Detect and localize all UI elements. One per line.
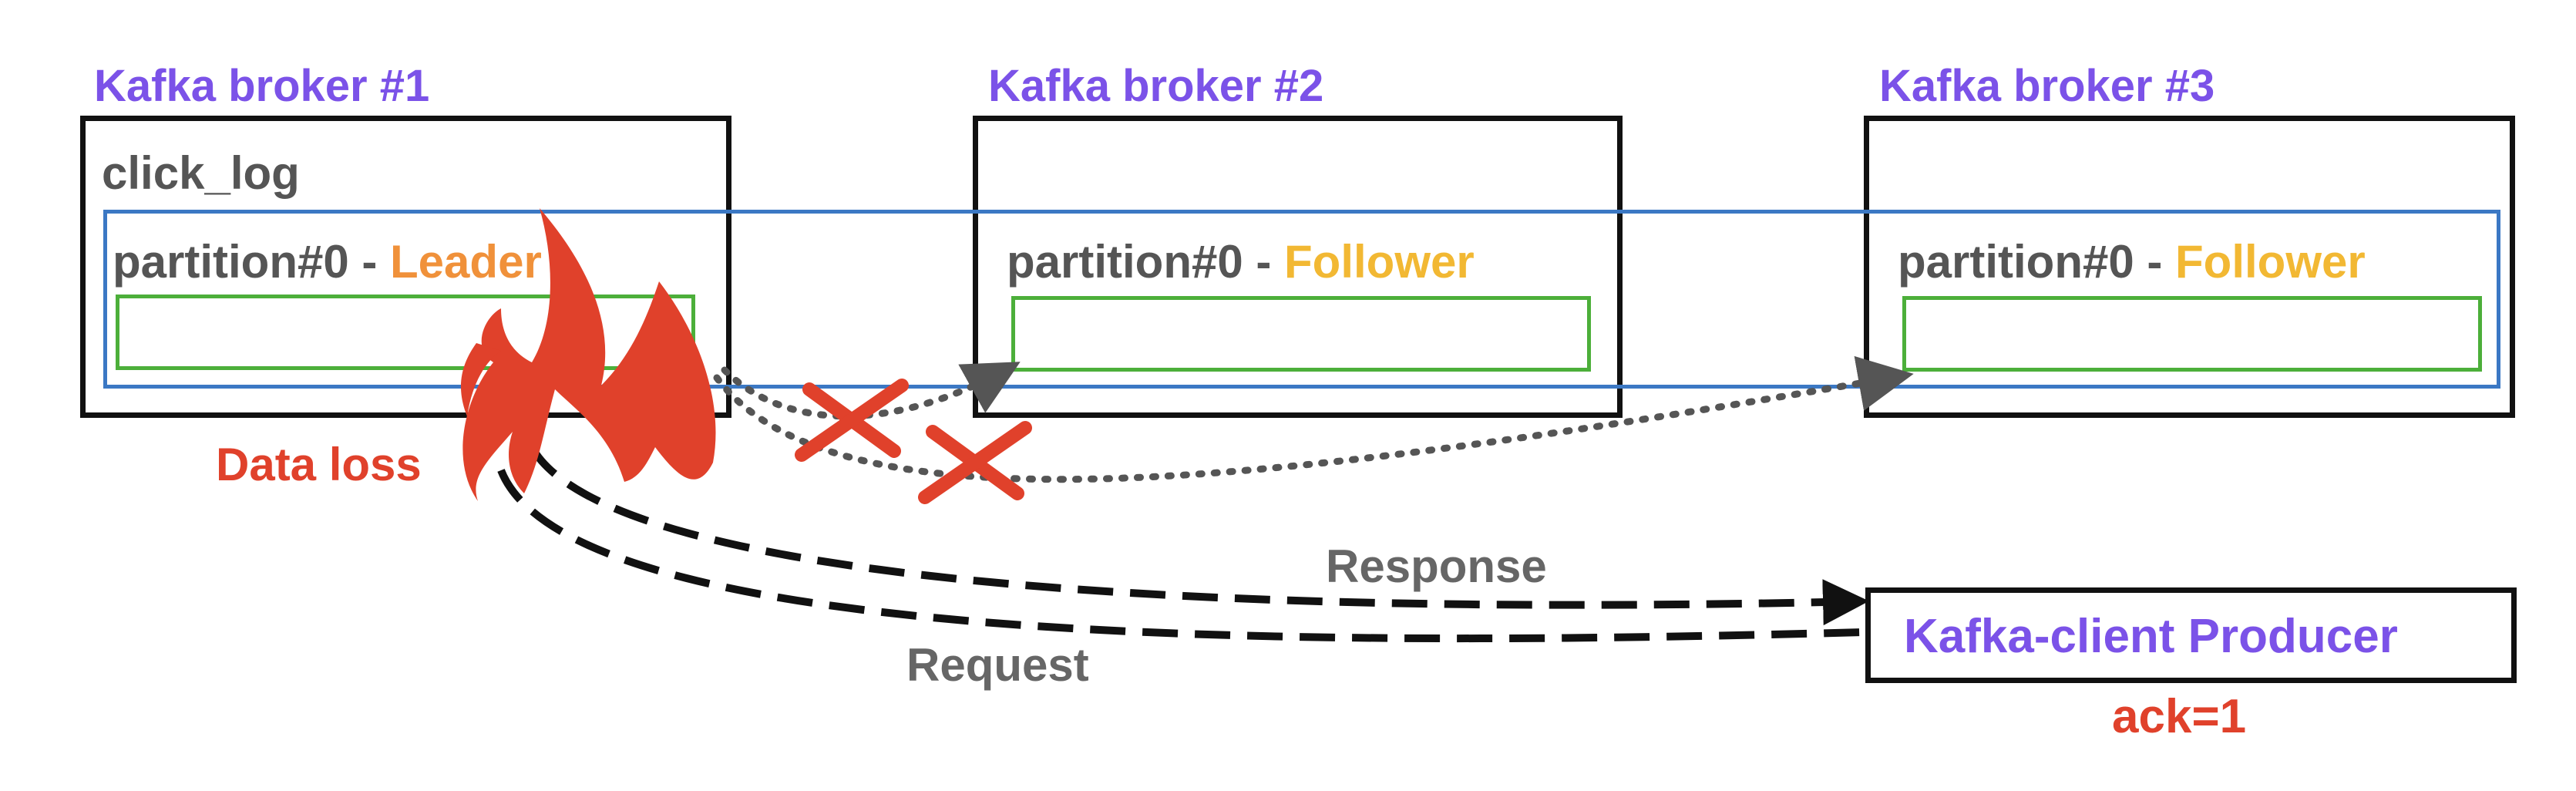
partition-replica-group-box — [103, 210, 2500, 389]
broker-1-box — [80, 116, 731, 418]
request-label: Request — [906, 639, 1089, 691]
broker-2-replica-box — [1011, 296, 1591, 372]
request-arrow — [497, 469, 1862, 643]
broker-3-partition-label: partition#0 - Follower — [1898, 235, 2366, 288]
broker-3-box — [1864, 116, 2515, 418]
partition-label-text: partition#0 - — [1898, 236, 2176, 288]
response-label: Response — [1326, 540, 1547, 592]
partition-label-text: partition#0 - — [113, 236, 391, 288]
broker-1-title: Kafka broker #1 — [94, 61, 430, 111]
broker-3-title: Kafka broker #3 — [1879, 61, 2215, 111]
ack-setting-label: ack=1 — [2112, 690, 2247, 743]
producer-box — [1865, 587, 2517, 683]
red-x-icon — [795, 379, 909, 462]
follower-role: Follower — [1284, 236, 1475, 288]
partition-label-text: partition#0 - — [1007, 236, 1285, 288]
broker-2-partition-label: partition#0 - Follower — [1007, 235, 1475, 288]
broker-2-title: Kafka broker #2 — [988, 61, 1324, 111]
broker-3-replica-box — [1902, 296, 2482, 372]
data-loss-label: Data loss — [216, 439, 422, 490]
response-arrow — [528, 445, 1869, 626]
red-x-icon — [918, 421, 1032, 504]
producer-label: Kafka-client Producer — [1904, 610, 2398, 663]
follower-role: Follower — [2175, 236, 2366, 288]
topic-name: click_log — [102, 147, 300, 199]
